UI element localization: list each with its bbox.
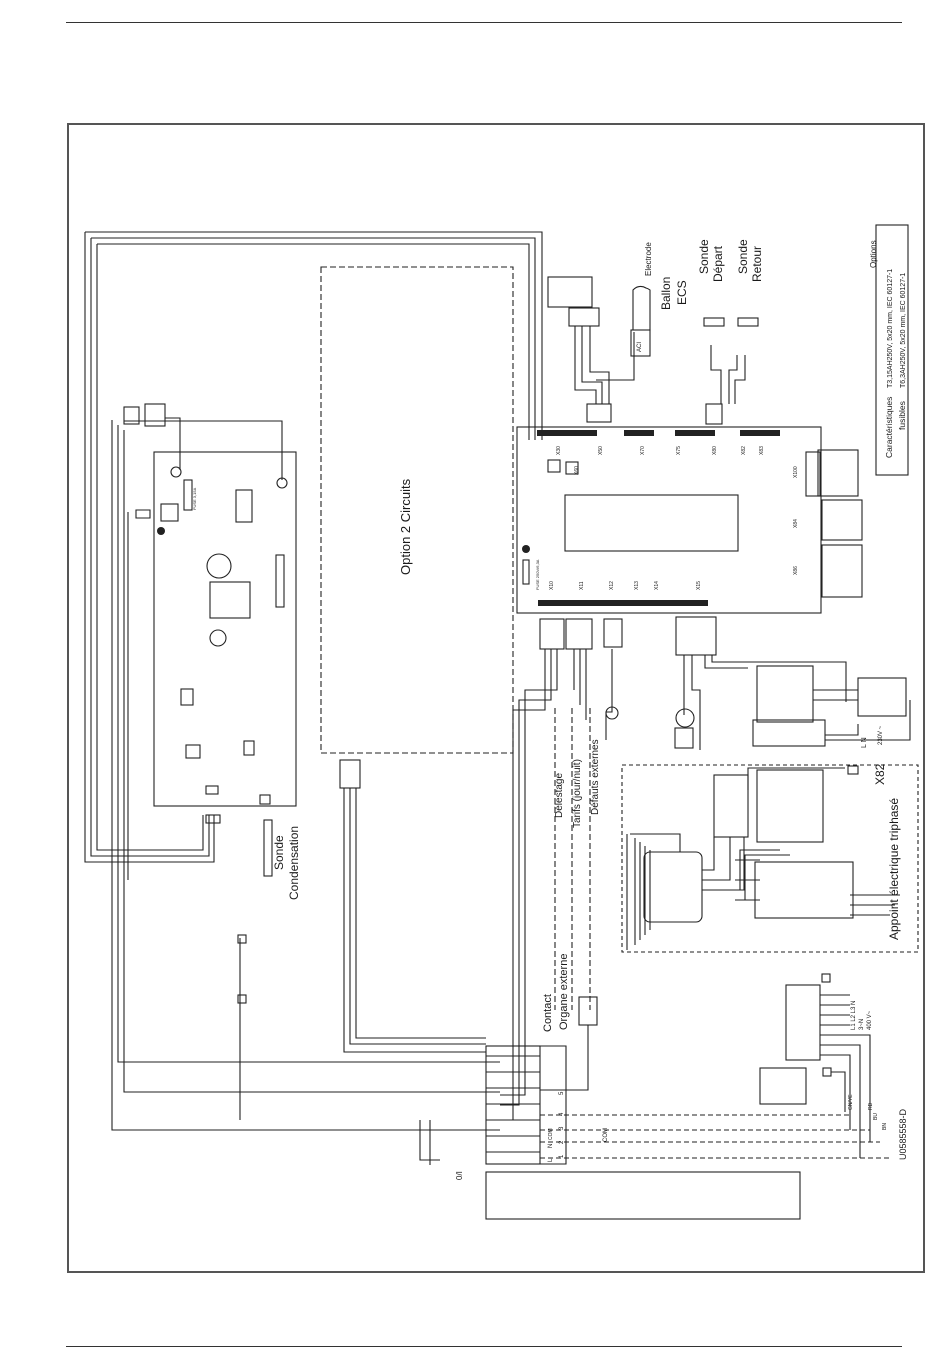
connector-x11: X11 bbox=[579, 581, 585, 590]
diagram-frame bbox=[67, 123, 925, 1273]
input-defauts: Défauts externes bbox=[590, 739, 601, 815]
term-5: 5 bbox=[559, 1091, 565, 1095]
contactor-block bbox=[754, 861, 854, 919]
fuse-board2-label: FUSE 250V/6,3A bbox=[535, 559, 540, 590]
option-box bbox=[320, 266, 514, 754]
wire-bu: BU bbox=[873, 1113, 879, 1120]
switch-label: 0/I bbox=[455, 1171, 464, 1180]
fuse-2: T6,3AH250V, 5x20 mm, IEC 60127-1 bbox=[900, 273, 907, 388]
term-l: L bbox=[548, 1158, 554, 1162]
input-tarifs: Tarifs (jour/nuit) bbox=[572, 759, 583, 828]
supply-3ph-2: 3~N bbox=[859, 1019, 865, 1030]
connector-x82: X82 bbox=[741, 446, 747, 455]
connector-x13: X13 bbox=[634, 581, 640, 590]
contact-label-2: Organe externe bbox=[558, 954, 570, 1030]
wire-bn: BN bbox=[882, 1123, 888, 1130]
control-board bbox=[153, 451, 297, 807]
sonde-ext bbox=[547, 276, 593, 308]
term-com: COM bbox=[548, 1128, 554, 1140]
fuse-board-label: FUSE 3,15A bbox=[192, 487, 197, 510]
supply-1ph: L N bbox=[861, 737, 868, 748]
wire-rd: RD bbox=[868, 1102, 874, 1110]
aci-label: ACI bbox=[637, 342, 643, 352]
triphase-label: Appoint électrique triphasé bbox=[887, 798, 901, 940]
connector-x12: X12 bbox=[609, 581, 615, 590]
connector-x70: X70 bbox=[640, 446, 646, 455]
retour-label-1: Sonde bbox=[736, 239, 750, 274]
fuse-heading: Caractéristiques bbox=[884, 397, 894, 458]
bottom-rule bbox=[66, 1346, 902, 1347]
condensation-label-1: Sonde bbox=[272, 835, 286, 870]
triphase-box bbox=[621, 764, 919, 953]
term-1: 1 bbox=[559, 1154, 565, 1158]
option-box-label: Option 2 Circuits bbox=[398, 478, 413, 575]
note-box bbox=[485, 1171, 801, 1220]
tank-label-1: Ballon bbox=[659, 277, 673, 310]
wire-gnye: GN/YE bbox=[848, 1094, 854, 1110]
wire-to-terminal-3 bbox=[123, 430, 500, 1093]
top-rule bbox=[66, 22, 902, 23]
connector-x84: X84 bbox=[793, 519, 799, 528]
contactor bbox=[759, 1067, 807, 1105]
com-label: COM bbox=[603, 1128, 609, 1142]
connector-x80: X80 bbox=[712, 446, 718, 455]
contact-label-1: Contact bbox=[542, 994, 554, 1032]
retour-label-2: Retour bbox=[750, 246, 764, 282]
relay-block bbox=[756, 665, 814, 723]
connector-x83: X83 bbox=[759, 446, 765, 455]
term-4: 4 bbox=[559, 1112, 565, 1116]
main-terminal-block bbox=[485, 1045, 541, 1165]
condensation-sensor bbox=[263, 819, 273, 877]
wire-loop-2 bbox=[90, 237, 536, 857]
wire-to-terminal-1 bbox=[111, 420, 500, 1131]
wire-to-terminal-2 bbox=[117, 425, 500, 1063]
condensation-label-2: Condensation bbox=[287, 826, 301, 900]
terminal-400v bbox=[785, 984, 821, 1061]
terminal-230v bbox=[752, 719, 826, 747]
input-delestage: Délestage bbox=[554, 773, 565, 818]
reference-code: U0585558-D bbox=[898, 1108, 908, 1160]
x82-label: X82 bbox=[873, 763, 887, 785]
connector-x75: X75 bbox=[676, 446, 682, 455]
connector-x10: X10 bbox=[549, 581, 555, 590]
connector-x86: X86 bbox=[793, 566, 799, 575]
supply-3ph-volt: 400 V~ bbox=[867, 1010, 873, 1030]
main-pcb bbox=[516, 426, 822, 614]
connector-x30: X30 bbox=[556, 446, 562, 455]
connector-x50: X50 bbox=[598, 446, 604, 455]
term-n: N bbox=[548, 1144, 554, 1148]
depart-label-2: Départ bbox=[711, 245, 725, 282]
options-label: Options bbox=[869, 240, 878, 268]
supply-1ph-volt: 230V ~ bbox=[878, 725, 884, 745]
term-3: 3 bbox=[559, 1126, 565, 1130]
term-2: 2 bbox=[559, 1140, 565, 1144]
pcb-display bbox=[564, 494, 739, 552]
connector-x14: X14 bbox=[654, 581, 660, 590]
connector-x100: X100 bbox=[793, 466, 799, 478]
fuse-info-box bbox=[875, 224, 909, 476]
depart-label-1: Sonde bbox=[697, 239, 711, 274]
supply-3ph: L1 L2 L3 N bbox=[851, 1001, 857, 1030]
fuse-heading-2: fusibles bbox=[897, 401, 907, 430]
electrode-label: Electrode bbox=[644, 242, 653, 276]
connector-x60: X60 bbox=[574, 466, 580, 475]
wire-loop-3 bbox=[96, 243, 530, 851]
fuse-1: T3,15AH250V, 5x20 mm, IEC 60127-1 bbox=[887, 269, 894, 388]
tank-label-2: ECS bbox=[675, 280, 689, 305]
wire-loop-1 bbox=[84, 231, 543, 863]
connector-x15: X15 bbox=[696, 581, 702, 590]
